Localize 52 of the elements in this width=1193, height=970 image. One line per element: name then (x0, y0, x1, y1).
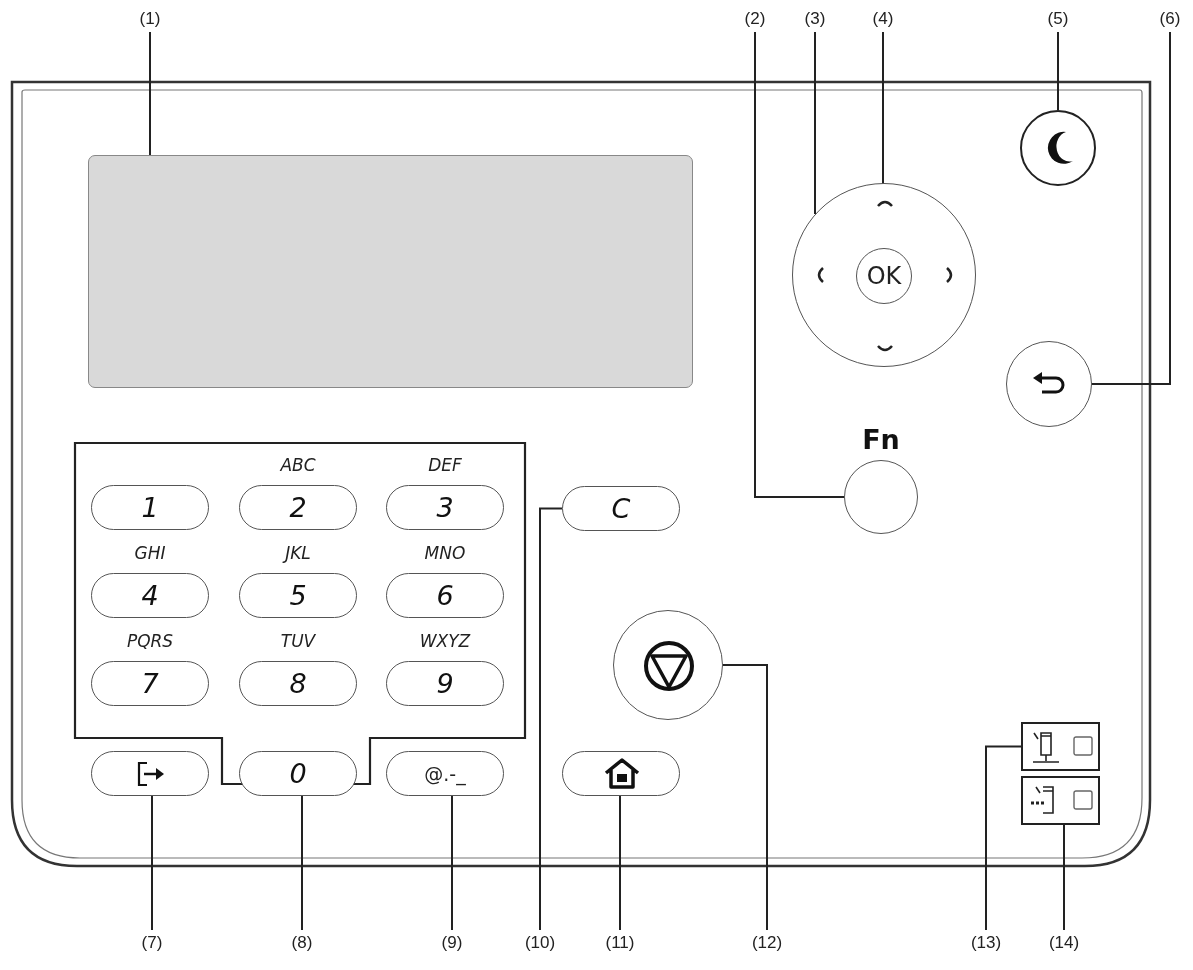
leader-line (151, 795, 153, 931)
callout-number: (11) (595, 932, 645, 954)
leader-line (619, 795, 621, 931)
callout-number: (13) (961, 932, 1011, 954)
number-key: 4 (91, 573, 209, 618)
callout-number: (8) (280, 932, 324, 954)
key-letters: MNO (423, 543, 467, 563)
callout-number: (9) (430, 932, 474, 954)
callout-number: (6) (1148, 8, 1192, 30)
number-key: 2 (239, 485, 357, 530)
key-letters: ABC (279, 455, 317, 475)
callout-number: (2) (733, 8, 777, 30)
logout-key (91, 751, 209, 796)
callout-number: (1) (128, 8, 172, 30)
number-key: 1 (91, 485, 209, 530)
button-label: Fn (861, 424, 901, 456)
home-key (562, 751, 680, 796)
indicator-panel (1021, 776, 1100, 825)
display-screen (88, 155, 693, 388)
key-letters: DEF (427, 455, 463, 475)
number-key: 9 (386, 661, 504, 706)
key-letters: WXYZ (418, 631, 472, 651)
leader-line (985, 745, 1022, 931)
callout-number: (5) (1036, 8, 1080, 30)
leader-line (1063, 824, 1065, 931)
callout-number: (7) (130, 932, 174, 954)
key-letters: PQRS (125, 631, 175, 651)
callout-number: (4) (861, 8, 905, 30)
callout-number: (14) (1039, 932, 1089, 954)
key-button: @.-_ (386, 751, 504, 796)
number-key: 8 (239, 661, 357, 706)
leader-line (754, 31, 845, 498)
indicator-panel (1021, 722, 1100, 771)
ok-button: OK (856, 248, 912, 304)
number-key: 3 (386, 485, 504, 530)
key-letters: JKL (239, 543, 357, 563)
leader-line (1057, 31, 1059, 111)
number-key: 7 (91, 661, 209, 706)
leader-line (451, 795, 453, 931)
key-button: 0 (239, 751, 357, 796)
callout-number: (10) (515, 932, 565, 954)
callout-number: (3) (793, 8, 837, 30)
leader-line (1091, 31, 1171, 385)
number-key: 6 (386, 573, 504, 618)
callout-number: (12) (742, 932, 792, 954)
leader-line (149, 31, 151, 156)
number-key: 5 (239, 573, 357, 618)
leader-line (722, 664, 768, 931)
leader-line (539, 507, 563, 931)
key-letters: GHI (133, 543, 167, 563)
key-button: C (562, 486, 680, 531)
key-letters: TUV (279, 631, 317, 651)
